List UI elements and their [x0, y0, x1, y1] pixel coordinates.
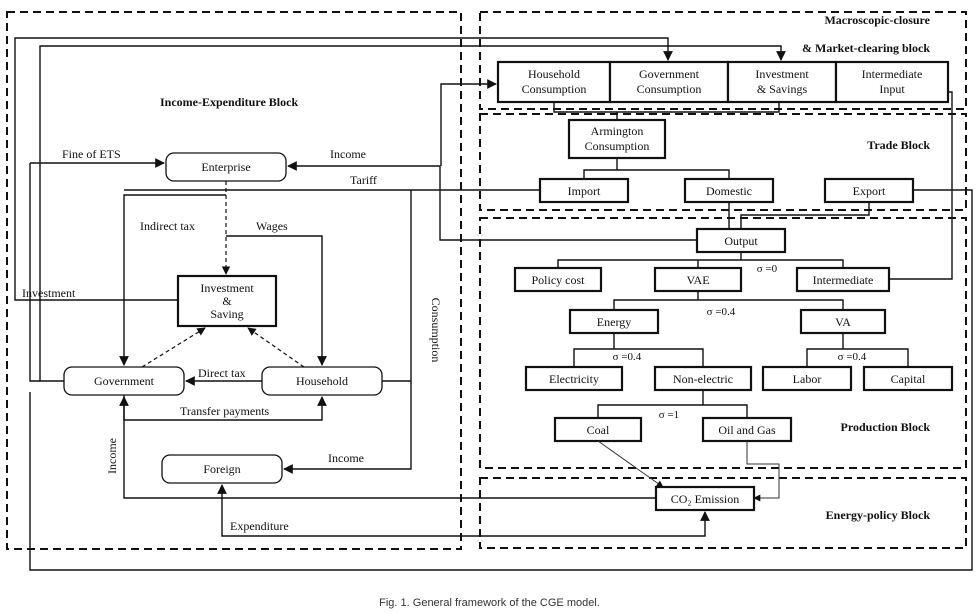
electricity-label: Electricity: [549, 372, 599, 386]
indirect-tax-arrow: [119, 194, 226, 366]
income-to-foreign-arrow: [283, 381, 412, 474]
armington-label-1: Armington: [591, 124, 644, 138]
household-label: Household: [296, 374, 348, 388]
household-consumption-box: [496, 60, 612, 104]
foreign-box: [161, 454, 283, 484]
investment-saving-label-3: Saving: [210, 307, 243, 321]
investment-savings-label-1: Investment: [755, 67, 809, 81]
intermediate-input-box: [834, 60, 950, 104]
investment-saving-label-1: Investment: [200, 281, 254, 295]
consumption-label: Consumption: [429, 298, 443, 363]
energy-tree-edges: [573, 333, 704, 367]
government-consumption-label-1: Government: [639, 67, 700, 81]
wages-label: Wages: [256, 219, 288, 233]
macro-closure-block-frame: [479, 11, 967, 110]
government-to-saving-arrow: [141, 327, 206, 368]
armington-to-import-domestic: [583, 158, 730, 179]
trade-block-title: Trade Block: [867, 138, 930, 152]
macro-to-armington-bus: [553, 102, 780, 113]
income-expenditure-block-title: Income-Expenditure Block: [160, 95, 298, 109]
indirect-tax-label: Indirect tax: [140, 219, 195, 233]
intermediate-input-label-1: Intermediate: [862, 67, 923, 81]
fine-ets-connector: [29, 163, 40, 382]
enterprise-label: Enterprise: [201, 160, 250, 174]
figure-caption: Fig. 1. General framework of the CGE mod…: [379, 597, 600, 609]
sigma-va: σ =0.4: [838, 351, 867, 363]
macro-block-title-line2: & Market-clearing block: [802, 41, 930, 55]
policy-cost-label: Policy cost: [532, 273, 586, 287]
investment-savings-box: [726, 60, 838, 104]
coal-to-co2-arrow: [597, 440, 664, 488]
expenditure-label: Expenditure: [230, 519, 289, 533]
energy-policy-block-title: Energy-policy Block: [826, 508, 931, 522]
intermediate-label: Intermediate: [813, 273, 874, 287]
investment-label: Investment: [22, 286, 76, 300]
energy-policy-block-frame: [479, 477, 967, 549]
government-consumption-box: [608, 60, 730, 104]
non-electric-label: Non-electric: [673, 372, 733, 386]
production-block-frame: [479, 217, 967, 469]
energy-label: Energy: [597, 315, 631, 329]
household-consumption-label-1: Household: [528, 67, 580, 81]
government-label: Government: [94, 374, 155, 388]
co2-emission-label: CO₂ Emission: [671, 492, 740, 506]
income-expenditure-block-frame: [6, 11, 462, 550]
va-label: VA: [835, 315, 851, 329]
intermediate-feedback-line: [889, 91, 953, 280]
transfer-payments-label: Transfer payments: [180, 404, 270, 418]
tariff-label: Tariff: [350, 173, 377, 187]
sigma-output: σ =0: [757, 263, 778, 275]
investment-saving-label-2: &: [222, 294, 232, 308]
foreign-label: Foreign: [203, 462, 240, 476]
sigma-non-electric: σ =1: [659, 409, 679, 421]
export-label: Export: [853, 184, 886, 198]
labor-label: Labor: [793, 372, 822, 386]
household-consumption-label-2: Consumption: [522, 82, 587, 96]
domestic-export-to-output: [728, 202, 870, 229]
output-label: Output: [724, 234, 758, 248]
intermediate-input-label-2: Input: [879, 82, 905, 96]
income-to-enterprise-arrow: [287, 161, 697, 241]
investment-savings-label-2: & Savings: [757, 82, 808, 96]
income-enterprise-label: Income: [330, 147, 366, 161]
oil-gas-label: Oil and Gas: [718, 423, 776, 437]
wages-arrow: [226, 235, 327, 366]
consumption-line: [382, 190, 412, 382]
import-label: Import: [568, 184, 601, 198]
output-tree-edges: [557, 252, 844, 268]
armington-label-2: Consumption: [585, 139, 650, 153]
consumption-to-household-consumption: [440, 79, 497, 166]
income-left-label: Income: [105, 438, 119, 474]
vae-label: VAE: [686, 273, 709, 287]
government-consumption-flow: [39, 45, 786, 382]
government-consumption-label-2: Consumption: [637, 82, 702, 96]
direct-tax-label: Direct tax: [198, 366, 246, 380]
expenditure-arrow: [217, 484, 710, 537]
va-tree-edges: [806, 333, 909, 367]
macro-block-title-line1: Macroscopic-closure: [824, 13, 930, 27]
income-foreign-label: Income: [328, 451, 364, 465]
coal-label: Coal: [587, 423, 610, 437]
non-electric-tree-edges: [597, 390, 748, 418]
sigma-energy: σ =0.4: [613, 351, 642, 363]
trade-block-frame: [479, 113, 967, 211]
domestic-label: Domestic: [706, 184, 752, 198]
household-to-saving-arrow: [247, 327, 305, 368]
oilgas-to-co2-arrow: [746, 441, 780, 502]
fine-ets-label: Fine of ETS: [62, 147, 121, 161]
production-block-title: Production Block: [841, 420, 931, 434]
sigma-vae: σ =0.4: [707, 306, 736, 318]
investment-saving-box: [176, 274, 278, 328]
vae-tree-edges: [613, 291, 844, 310]
capital-label: Capital: [891, 372, 926, 386]
